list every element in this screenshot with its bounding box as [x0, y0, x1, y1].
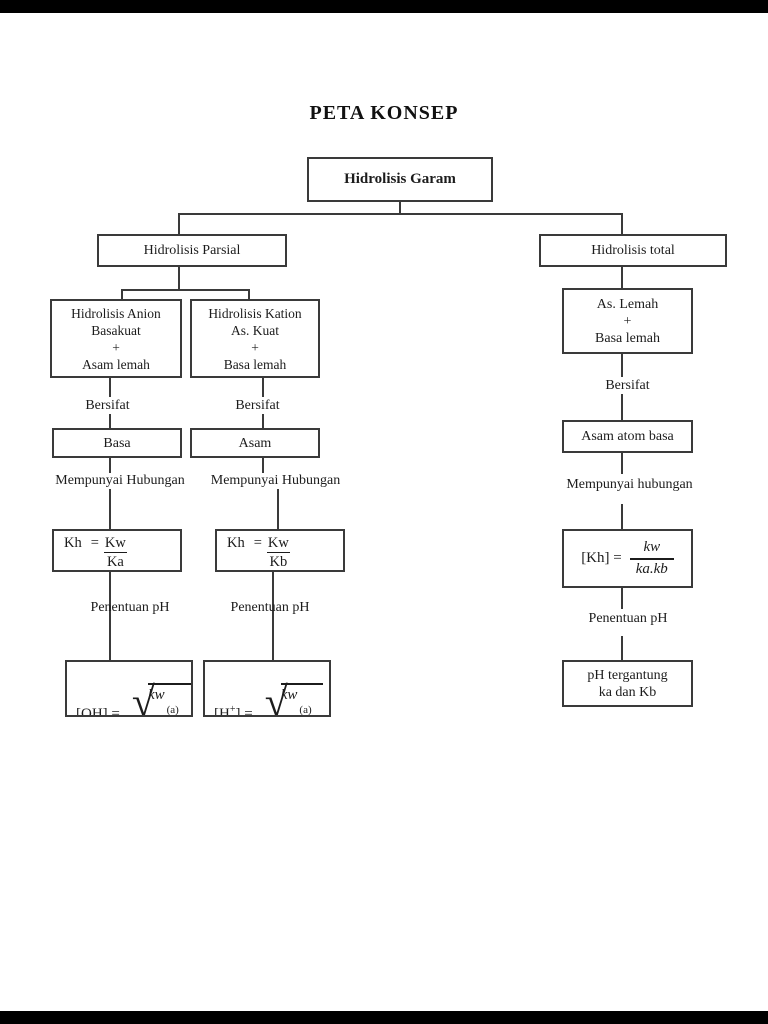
formula-content: [H+] = √kw (a)	[214, 682, 324, 717]
node-asam-atom-basa: Asam atom basa	[562, 420, 693, 453]
connector-drop-kation	[248, 291, 250, 299]
connector-bersifat-asam	[262, 414, 264, 428]
connector-asamatom-hubungan	[621, 453, 623, 474]
radicand: kw	[147, 683, 191, 715]
formula-oh: [OH] = √kw (a)	[65, 660, 193, 717]
connector-khtotal-penentuan	[621, 588, 623, 609]
label-bersifat-total: Bersifat	[605, 378, 650, 393]
label-hubungan-right: Mempunyai Hubungan	[210, 473, 341, 488]
fraction: Kw Kb	[266, 535, 290, 570]
label-penentuan-left: Penentuan pH	[90, 600, 170, 615]
formula-lhs: Kh	[64, 535, 82, 551]
connector-anion-bersifat	[109, 378, 111, 397]
page-title: PETA KONSEP	[309, 102, 459, 124]
node-line: Basa lemah	[223, 356, 287, 372]
formula-lhs: [Kh] =	[581, 550, 622, 566]
fraction-denominator: Kb	[269, 554, 288, 570]
sqrt-radical-icon: √kw	[132, 682, 191, 715]
node-label: Hidrolisis Garam	[344, 171, 456, 187]
fraction-denominator: Ka	[106, 554, 124, 570]
label-penentuan-right: Penentuan pH	[230, 600, 310, 615]
sqrt-radical-icon: √kw	[265, 682, 324, 715]
formula-kh-total: [Kh] = kw ka.kb	[562, 529, 693, 588]
node-hidrolisis-kation: Hidrolisis Kation As. Kuat + Basa lemah	[190, 299, 320, 378]
node-asam: Asam	[190, 428, 320, 458]
connector-hubungan-khka	[109, 489, 111, 529]
node-label: Asam	[238, 435, 272, 451]
connector-parsial-stub	[178, 267, 180, 289]
connector-asam-hubungan	[262, 458, 264, 473]
fraction-numerator: kw	[643, 539, 661, 555]
connector-khka-oh	[109, 572, 111, 660]
connector-aslemah-bersifat	[621, 354, 623, 377]
node-ph-tergantung: pH tergantung ka dan Kb	[562, 660, 693, 707]
letterbox-top	[0, 0, 768, 13]
node-line: +	[623, 313, 632, 329]
connector-bersifat-basa	[109, 414, 111, 428]
connector-penentuan-phbox	[621, 636, 623, 660]
node-line: +	[251, 339, 259, 355]
node-label: Hidrolisis total	[591, 243, 675, 258]
connector-drop-total	[621, 215, 623, 234]
connector-basa-hubungan	[109, 458, 111, 473]
node-hidrolisis-anion: Hidrolisis Anion Basakuat + Asam lemah	[50, 299, 182, 378]
node-line: pH tergantung	[587, 667, 668, 683]
node-label: Hidrolisis Parsial	[143, 243, 241, 258]
connector-bracket-horizontal	[121, 289, 250, 291]
radicand-subscript: (a)	[166, 704, 179, 716]
connector-root-stub	[399, 202, 401, 213]
formula-kh-kb: Kh = Kw Kb	[215, 529, 345, 572]
formula-h-plus: [H+] = √kw (a)	[203, 660, 331, 717]
node-hidrolisis-garam: Hidrolisis Garam	[307, 157, 493, 202]
fraction-numerator: Kw	[103, 535, 127, 553]
node-line: Hidrolisis Kation	[208, 305, 302, 321]
connector-hubungan-khkb	[277, 489, 279, 529]
connector-drop-anion	[121, 291, 123, 299]
node-hidrolisis-total: Hidrolisis total	[539, 234, 727, 267]
node-as-lemah-basa-lemah: As. Lemah + Basa lemah	[562, 288, 693, 354]
node-line: As. Kuat	[231, 322, 279, 338]
label-hubungan-total: Mempunyai hubungan	[566, 477, 693, 492]
node-line: +	[112, 339, 120, 355]
label-bersifat-left: Bersifat	[85, 398, 130, 413]
node-label: Asam atom basa	[581, 429, 674, 444]
node-label: Basa	[103, 435, 131, 451]
fraction: kw ka.kb	[629, 539, 674, 578]
label-bersifat-right: Bersifat	[235, 398, 280, 413]
connector-hubungan-khtotal	[621, 504, 623, 529]
node-line: Basakuat	[91, 322, 141, 338]
formula-content: [OH] = √kw (a)	[76, 682, 191, 717]
fraction-denominator: ka.kb	[629, 558, 674, 578]
fraction-numerator: Kw	[266, 535, 290, 553]
node-hidrolisis-parsial: Hidrolisis Parsial	[97, 234, 287, 267]
connector-total-aslemah	[621, 266, 623, 288]
label-penentuan-total: Penentuan pH	[588, 611, 668, 626]
node-line: Basa lemah	[595, 330, 660, 346]
formula-lhs: [OH] =	[76, 706, 120, 717]
radicand: kw	[280, 683, 324, 715]
connector-root-horizontal	[178, 213, 623, 215]
node-basa: Basa	[52, 428, 182, 458]
connector-khkb-h	[272, 572, 274, 660]
letterbox-bottom	[0, 1011, 768, 1024]
radicand-subscript: (a)	[299, 704, 312, 716]
connector-bersifat-asamatom	[621, 394, 623, 420]
fraction: Kw Ka	[103, 535, 127, 570]
node-line: ka dan Kb	[598, 684, 657, 700]
connector-drop-parsial	[178, 215, 180, 234]
node-line: As. Lemah	[596, 296, 659, 312]
formula-kh-ka: Kh = Kw Ka	[52, 529, 182, 572]
formula-lhs: [H+] =	[214, 704, 253, 717]
formula-lhs: Kh	[227, 535, 245, 551]
node-line: Hidrolisis Anion	[71, 305, 161, 321]
connector-kation-bersifat	[262, 378, 264, 397]
equals-sign: =	[90, 535, 99, 551]
node-line: Asam lemah	[82, 356, 150, 372]
label-hubungan-left: Mempunyai Hubungan	[55, 473, 185, 488]
equals-sign: =	[253, 535, 262, 551]
